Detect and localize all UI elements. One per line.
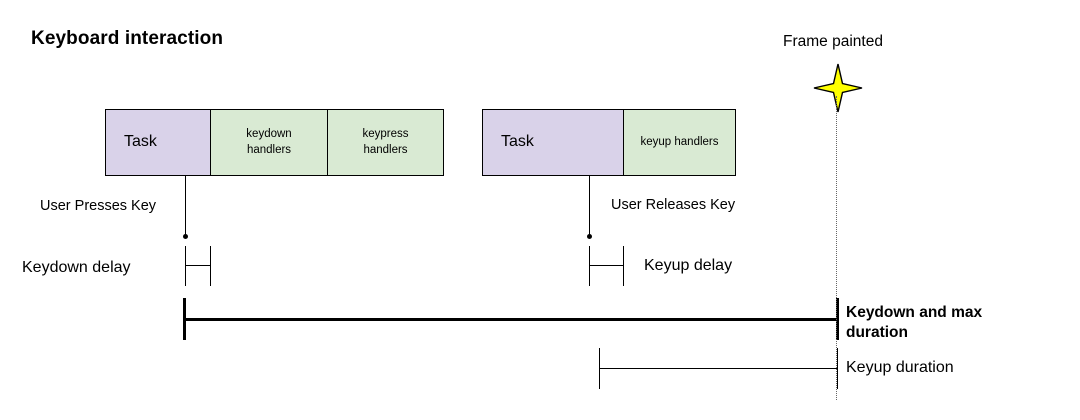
keyup-handlers-label: keyup handlers — [640, 135, 719, 148]
user-releases-key-label: User Releases Key — [611, 197, 736, 213]
task-block-2[interactable]: Task — [482, 109, 624, 176]
keydown-delay-label: Keydown delay — [22, 259, 131, 276]
keypress-handlers-label-line2: handlers — [363, 143, 408, 156]
keyup-duration-span-bar — [599, 368, 838, 370]
keydown-delay-span-bar — [185, 265, 211, 267]
keydown-max-duration-label: Keydown and max duration — [846, 303, 1026, 343]
keyup-delay-span-bar — [589, 265, 624, 267]
press-event-connector — [185, 176, 187, 237]
press-event-endpoint-dot — [183, 234, 188, 239]
keypress-handlers-block[interactable]: keypress handlers — [327, 109, 444, 176]
keydown-handlers-label-line1: keydown — [246, 128, 292, 141]
release-event-connector — [589, 176, 591, 237]
keyup-delay-label: Keyup delay — [644, 257, 733, 274]
release-event-endpoint-dot — [587, 234, 592, 239]
keydown-max-duration-span-bar — [183, 318, 839, 321]
keypress-handlers-label: keypress handlers — [328, 127, 443, 157]
page-title: Keyboard interaction — [31, 28, 224, 49]
task-block-1[interactable]: Task — [105, 109, 211, 176]
task-block-1-label: Task — [124, 133, 157, 151]
keypress-handlers-label-line1: keypress — [362, 128, 409, 141]
frame-painted-reference-line — [836, 96, 837, 400]
keydown-handlers-label: keydown handlers — [211, 127, 327, 157]
user-presses-key-label: User Presses Key — [40, 198, 157, 214]
keyup-handlers-block[interactable]: keyup handlers — [623, 109, 736, 176]
keydown-max-duration-label-line2: duration — [846, 323, 908, 341]
keydown-handlers-block[interactable]: keydown handlers — [210, 109, 328, 176]
task-block-2-label: Task — [501, 133, 534, 151]
four-point-star-icon — [813, 63, 863, 113]
keyup-duration-label: Keyup duration — [846, 359, 954, 376]
frame-painted-label: Frame painted — [783, 33, 883, 50]
keydown-handlers-label-line2: handlers — [246, 143, 292, 156]
keydown-max-duration-label-line1: Keydown and max — [846, 304, 983, 321]
